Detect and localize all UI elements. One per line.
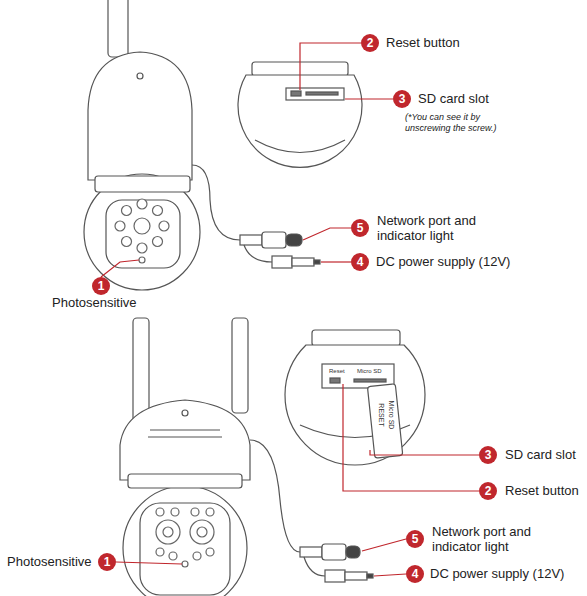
part-label: SD card slot — [418, 91, 489, 106]
callout-number: 2 — [361, 34, 379, 52]
camera-face — [140, 503, 230, 595]
part-label: Network port and indicator light — [432, 524, 544, 554]
cable — [192, 165, 240, 240]
network-connector — [240, 235, 262, 245]
antenna — [108, 0, 128, 57]
camera-ball — [123, 486, 247, 596]
part-label: Photosensitive — [7, 554, 92, 569]
sd-slot — [286, 88, 344, 100]
camera-housing — [88, 52, 192, 180]
rubber-flap — [367, 384, 402, 459]
dc-connector — [325, 570, 345, 582]
part-label: DC power supply (12V) — [430, 566, 564, 581]
note-text: (*You can see it by unscrewing the screw… — [405, 112, 515, 134]
part-label: DC power supply (12V) — [376, 254, 510, 269]
callout-number: 3 — [479, 446, 497, 464]
flap-marking: RESET — [377, 403, 385, 426]
network-connector — [300, 547, 322, 557]
leader-lines — [101, 43, 479, 576]
antenna — [232, 318, 248, 413]
dc-connector — [272, 256, 292, 268]
callout-number: 1 — [98, 553, 116, 571]
part-label: SD card slot — [505, 447, 576, 462]
part-label: Network port and indicator light — [377, 213, 489, 243]
callout-number: 2 — [479, 482, 497, 500]
camera-face — [106, 200, 180, 268]
part-label: Reset button — [386, 35, 460, 50]
camera-bottom-view — [285, 345, 425, 465]
slot-marking: Reset — [329, 368, 345, 375]
callout-number: 1 — [92, 277, 110, 295]
callout-number: 5 — [351, 219, 369, 237]
camera-ball — [84, 174, 200, 290]
callout-number: 3 — [393, 90, 411, 108]
camera-housing — [120, 400, 250, 480]
callout-number: 5 — [406, 530, 424, 548]
part-label: Reset button — [505, 483, 579, 498]
part-label: Photosensitive — [52, 295, 137, 310]
cable — [250, 440, 300, 552]
callout-number: 4 — [351, 253, 369, 271]
callout-number: 4 — [406, 565, 424, 583]
flap-marking: Micro SD — [387, 401, 395, 430]
slot-marking: Micro SD — [357, 368, 382, 375]
